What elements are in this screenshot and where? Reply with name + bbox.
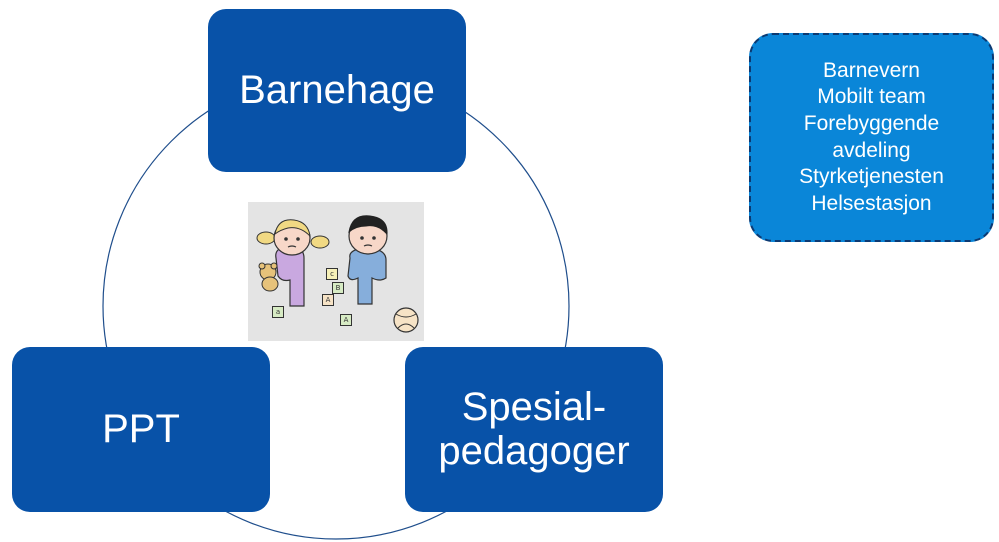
letter-block: A — [340, 314, 352, 326]
support-services-box: Barnevern Mobilt team Forebyggende avdel… — [749, 33, 994, 242]
service-helsestasjon: Helsestasjon — [811, 191, 932, 215]
letter-block: A — [322, 294, 334, 306]
node-ppt: PPT — [12, 347, 270, 512]
service-avdeling: avdeling — [832, 138, 911, 162]
node-barnehage-label: Barnehage — [239, 68, 435, 112]
ball-icon — [393, 307, 419, 333]
service-mobilt-team: Mobilt team — [817, 85, 926, 109]
node-spesialpedagoger-line-2: pedagoger — [438, 428, 630, 473]
node-ppt-label: PPT — [102, 407, 180, 451]
node-spesialpedagoger-line-1: Spesial- — [461, 385, 607, 430]
node-barnehage: Barnehage — [208, 9, 466, 172]
service-forebyggende: Forebyggende — [803, 111, 940, 135]
service-styrketjenesten: Styrketjenesten — [799, 165, 944, 189]
letter-block: B — [332, 282, 344, 294]
boy-figure — [347, 247, 387, 305]
letter-block: a — [272, 306, 284, 318]
teddy-bear-icon — [258, 262, 279, 292]
node-spesialpedagoger: Spesial- pedagoger — [405, 347, 663, 512]
letter-block: c — [326, 268, 338, 280]
service-barnevern: Barnevern — [823, 58, 920, 82]
